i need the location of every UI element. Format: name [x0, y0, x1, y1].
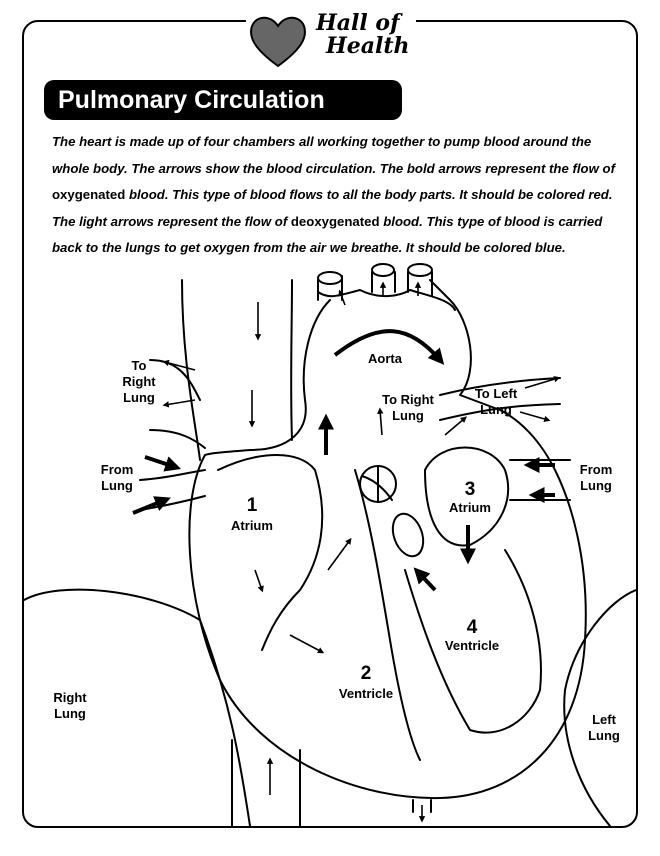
left-ventricle — [404, 549, 542, 734]
chamber-1-name: Atrium — [231, 518, 273, 533]
term-oxygenated: oxygenated — [52, 187, 126, 202]
chamber-4-number: 4 — [466, 617, 478, 638]
term-deoxygenated: deoxygenated — [290, 213, 380, 229]
chamber-3-number: 3 — [464, 479, 476, 500]
label-from-lung-right: From Lung — [579, 462, 613, 493]
label-right-lung: Right Lung — [53, 690, 87, 721]
septum — [354, 469, 421, 761]
hall-of-health-logo: Hall of Health — [246, 8, 416, 74]
chamber-3-name: Atrium — [449, 500, 491, 515]
chamber-2-name: Ventricle — [338, 686, 394, 701]
chamber-1-number: 1 — [246, 495, 258, 516]
page-title: Pulmonary Circulation — [44, 80, 402, 120]
logo-text: Hall of Health — [316, 10, 410, 59]
label-left-lung: Left Lung — [588, 712, 620, 743]
left-lung-outline — [563, 589, 637, 827]
superior-vena-cava — [181, 279, 293, 461]
label-to-right-lung-left: To Right Lung — [122, 358, 156, 405]
heart-logo-icon — [250, 16, 306, 68]
left-atrium — [424, 446, 510, 547]
right-atrium-wall — [217, 454, 324, 651]
aorta-arch — [317, 289, 456, 311]
label-to-right-lung-center: To Right Lung — [382, 392, 434, 423]
label-aorta: Aorta — [368, 351, 402, 366]
label-to-left-lung: To Left Lung — [474, 386, 518, 417]
heart-outline — [188, 279, 587, 800]
chamber-2-number: 2 — [360, 663, 372, 684]
chamber-4-name: Ventricle — [444, 638, 500, 653]
label-from-lung-left: From Lung — [100, 462, 134, 493]
intro-paragraph: The heart is made up of four chambers al… — [52, 134, 615, 255]
